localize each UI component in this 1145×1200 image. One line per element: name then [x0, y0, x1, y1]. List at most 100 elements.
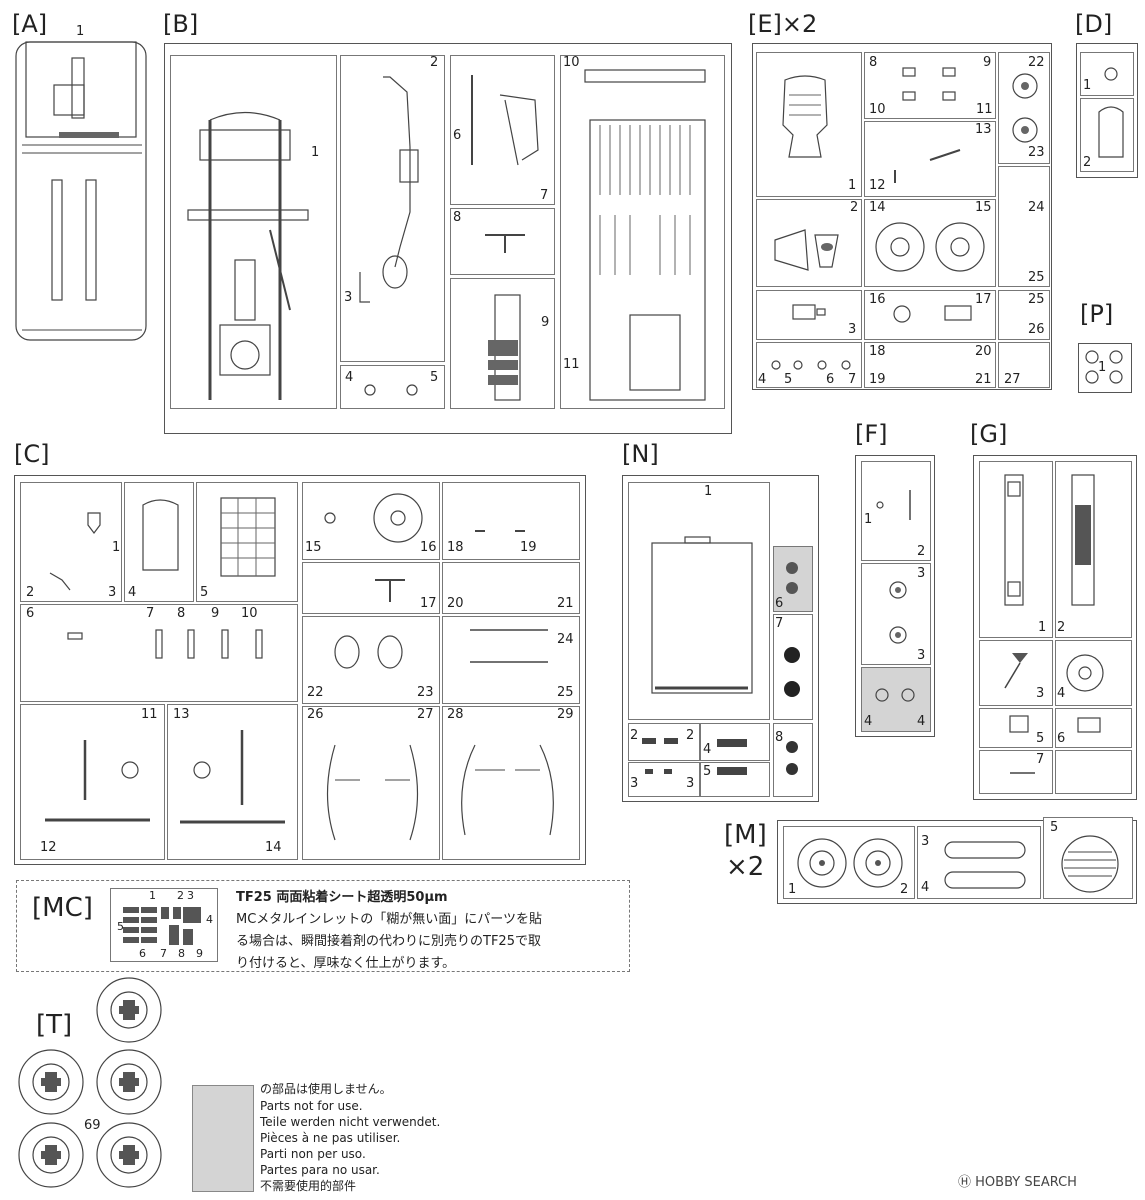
watermark: Ⓗ HOBBY SEARCH	[958, 1171, 1077, 1190]
part-number: 9	[211, 606, 220, 621]
part-number: 1	[864, 512, 873, 527]
lever-part	[894, 149, 961, 183]
bracket-parts-e	[893, 305, 972, 323]
steering-part-c17	[375, 579, 405, 602]
part-number: 8	[453, 210, 462, 225]
part-number: 25	[1028, 270, 1045, 285]
sprue-c-cell-15-16	[302, 482, 440, 560]
leaf-spring-parts	[326, 744, 554, 841]
lamp-parts-n6	[786, 562, 798, 594]
part-number: 22	[1028, 55, 1045, 70]
part-number: 6	[826, 372, 835, 387]
part-number: 8	[869, 55, 878, 70]
sprue-b-exhaust-cell	[340, 55, 445, 362]
lamp-parts-n7	[784, 647, 800, 697]
part-number: 15	[305, 540, 322, 555]
part-number: 4	[345, 370, 354, 385]
legend-ja: の部品は使用しません。	[260, 1082, 392, 1096]
sprue-f-label: [F]	[855, 420, 888, 448]
rod-parts-c24	[470, 629, 548, 663]
part-number: 2	[1083, 155, 1092, 170]
mc-note-line2: る場合は、瞬間接着剤の代わりに別売りのTF25で取	[236, 934, 541, 949]
legend-it: Parti non per uso.	[260, 1147, 366, 1161]
sprue-e-cell-8-11	[864, 52, 996, 119]
sprue-m-label: [M]	[724, 820, 767, 850]
sprue-e-cell-16-17	[864, 290, 996, 340]
cap-parts-e	[1012, 73, 1038, 143]
sprue-g-cell-7	[979, 750, 1053, 794]
part-number: 21	[557, 596, 574, 611]
part-number: 2	[850, 200, 859, 215]
part-number: 25	[1028, 292, 1045, 307]
windshield-part	[651, 536, 753, 694]
legend-en: Parts not for use.	[260, 1099, 363, 1113]
part-number: 5	[200, 585, 209, 600]
part-number: 11	[976, 102, 993, 117]
mc-note-line1: MCメタルインレットの「糊が無い面」にパーツを貼	[236, 912, 543, 927]
part-number: 2	[630, 728, 639, 743]
sprue-m-cell-5	[1043, 817, 1133, 899]
part-number: 5	[703, 764, 712, 779]
part-number: 6	[1057, 731, 1066, 746]
sprue-c-cell-22-23	[302, 616, 440, 704]
mc-note-line3: り付けると、厚味なく仕上がります。	[236, 956, 456, 971]
sprue-g-cell-5	[979, 708, 1053, 748]
part-number: 4	[206, 913, 213, 926]
sprue-e-cell-14-15	[864, 199, 996, 287]
part-number: 5	[430, 370, 439, 385]
bumper-grille-parts	[1004, 474, 1095, 606]
sprue-t-label: [T]	[36, 1010, 73, 1040]
sprue-e-cell-24-25	[998, 166, 1050, 287]
sprue-c-cell-13-14	[167, 704, 298, 860]
sprue-g-cell-6	[1055, 708, 1132, 748]
part-number: 4	[921, 880, 930, 895]
small-box-part	[792, 304, 826, 320]
part-number: 4	[917, 714, 926, 729]
lens-parts-d	[1098, 67, 1124, 158]
sprue-c-cell-6-10	[20, 604, 298, 702]
sprue-m-multiplier: ×2	[726, 852, 765, 882]
part-number: 7	[848, 372, 857, 387]
part-number: 13	[173, 707, 190, 722]
part-number: 17	[420, 596, 437, 611]
sprue-d-cell-2	[1080, 98, 1134, 172]
axle-parts	[45, 730, 285, 824]
sprue-b-cell-8	[450, 208, 555, 275]
sprue-n-cell-3	[628, 762, 700, 797]
part-number: 3	[187, 889, 194, 902]
part-number: 27	[417, 707, 434, 722]
part-number: 2	[177, 889, 184, 902]
sprue-f-cell-1-2	[861, 461, 931, 561]
part-number: 5	[1036, 731, 1045, 746]
wheel-part-c16	[324, 493, 423, 543]
part-number: 6	[26, 606, 35, 621]
f-small-parts	[875, 490, 915, 702]
dashboard-part	[488, 294, 521, 401]
watermark-logo-icon: Ⓗ	[958, 1175, 976, 1190]
tire-tread-parts	[944, 841, 1026, 889]
sprue-g-label: [G]	[970, 420, 1008, 448]
part-number: 1	[788, 882, 797, 897]
part-number: 2	[917, 544, 926, 559]
sprue-c-cell-1	[20, 482, 122, 602]
part-number: 16	[869, 292, 886, 307]
part-number: 1	[1083, 78, 1092, 93]
part-number: 4	[128, 585, 137, 600]
watermark-text: HOBBY SEARCH	[975, 1175, 1077, 1190]
part-number: 3	[344, 290, 353, 305]
mc-note-box	[16, 880, 630, 972]
sprue-b-floor-cell	[560, 55, 725, 409]
sprue-e-cell-27	[998, 342, 1050, 388]
grille-part-c5	[220, 497, 276, 577]
sprue-d-cell-1	[1080, 52, 1134, 96]
part-number: 23	[417, 685, 434, 700]
part-number: 20	[975, 344, 992, 359]
legend-gray-swatch	[192, 1085, 254, 1192]
part-number: 10	[241, 606, 258, 621]
part-number: 19	[869, 372, 886, 387]
part-number: 5	[1050, 820, 1059, 835]
part-number: 23	[1028, 145, 1045, 160]
floor-pan-part	[584, 69, 706, 401]
legend-es: Partes para no usar.	[260, 1163, 380, 1177]
sprue-e-cell-3	[756, 290, 862, 340]
